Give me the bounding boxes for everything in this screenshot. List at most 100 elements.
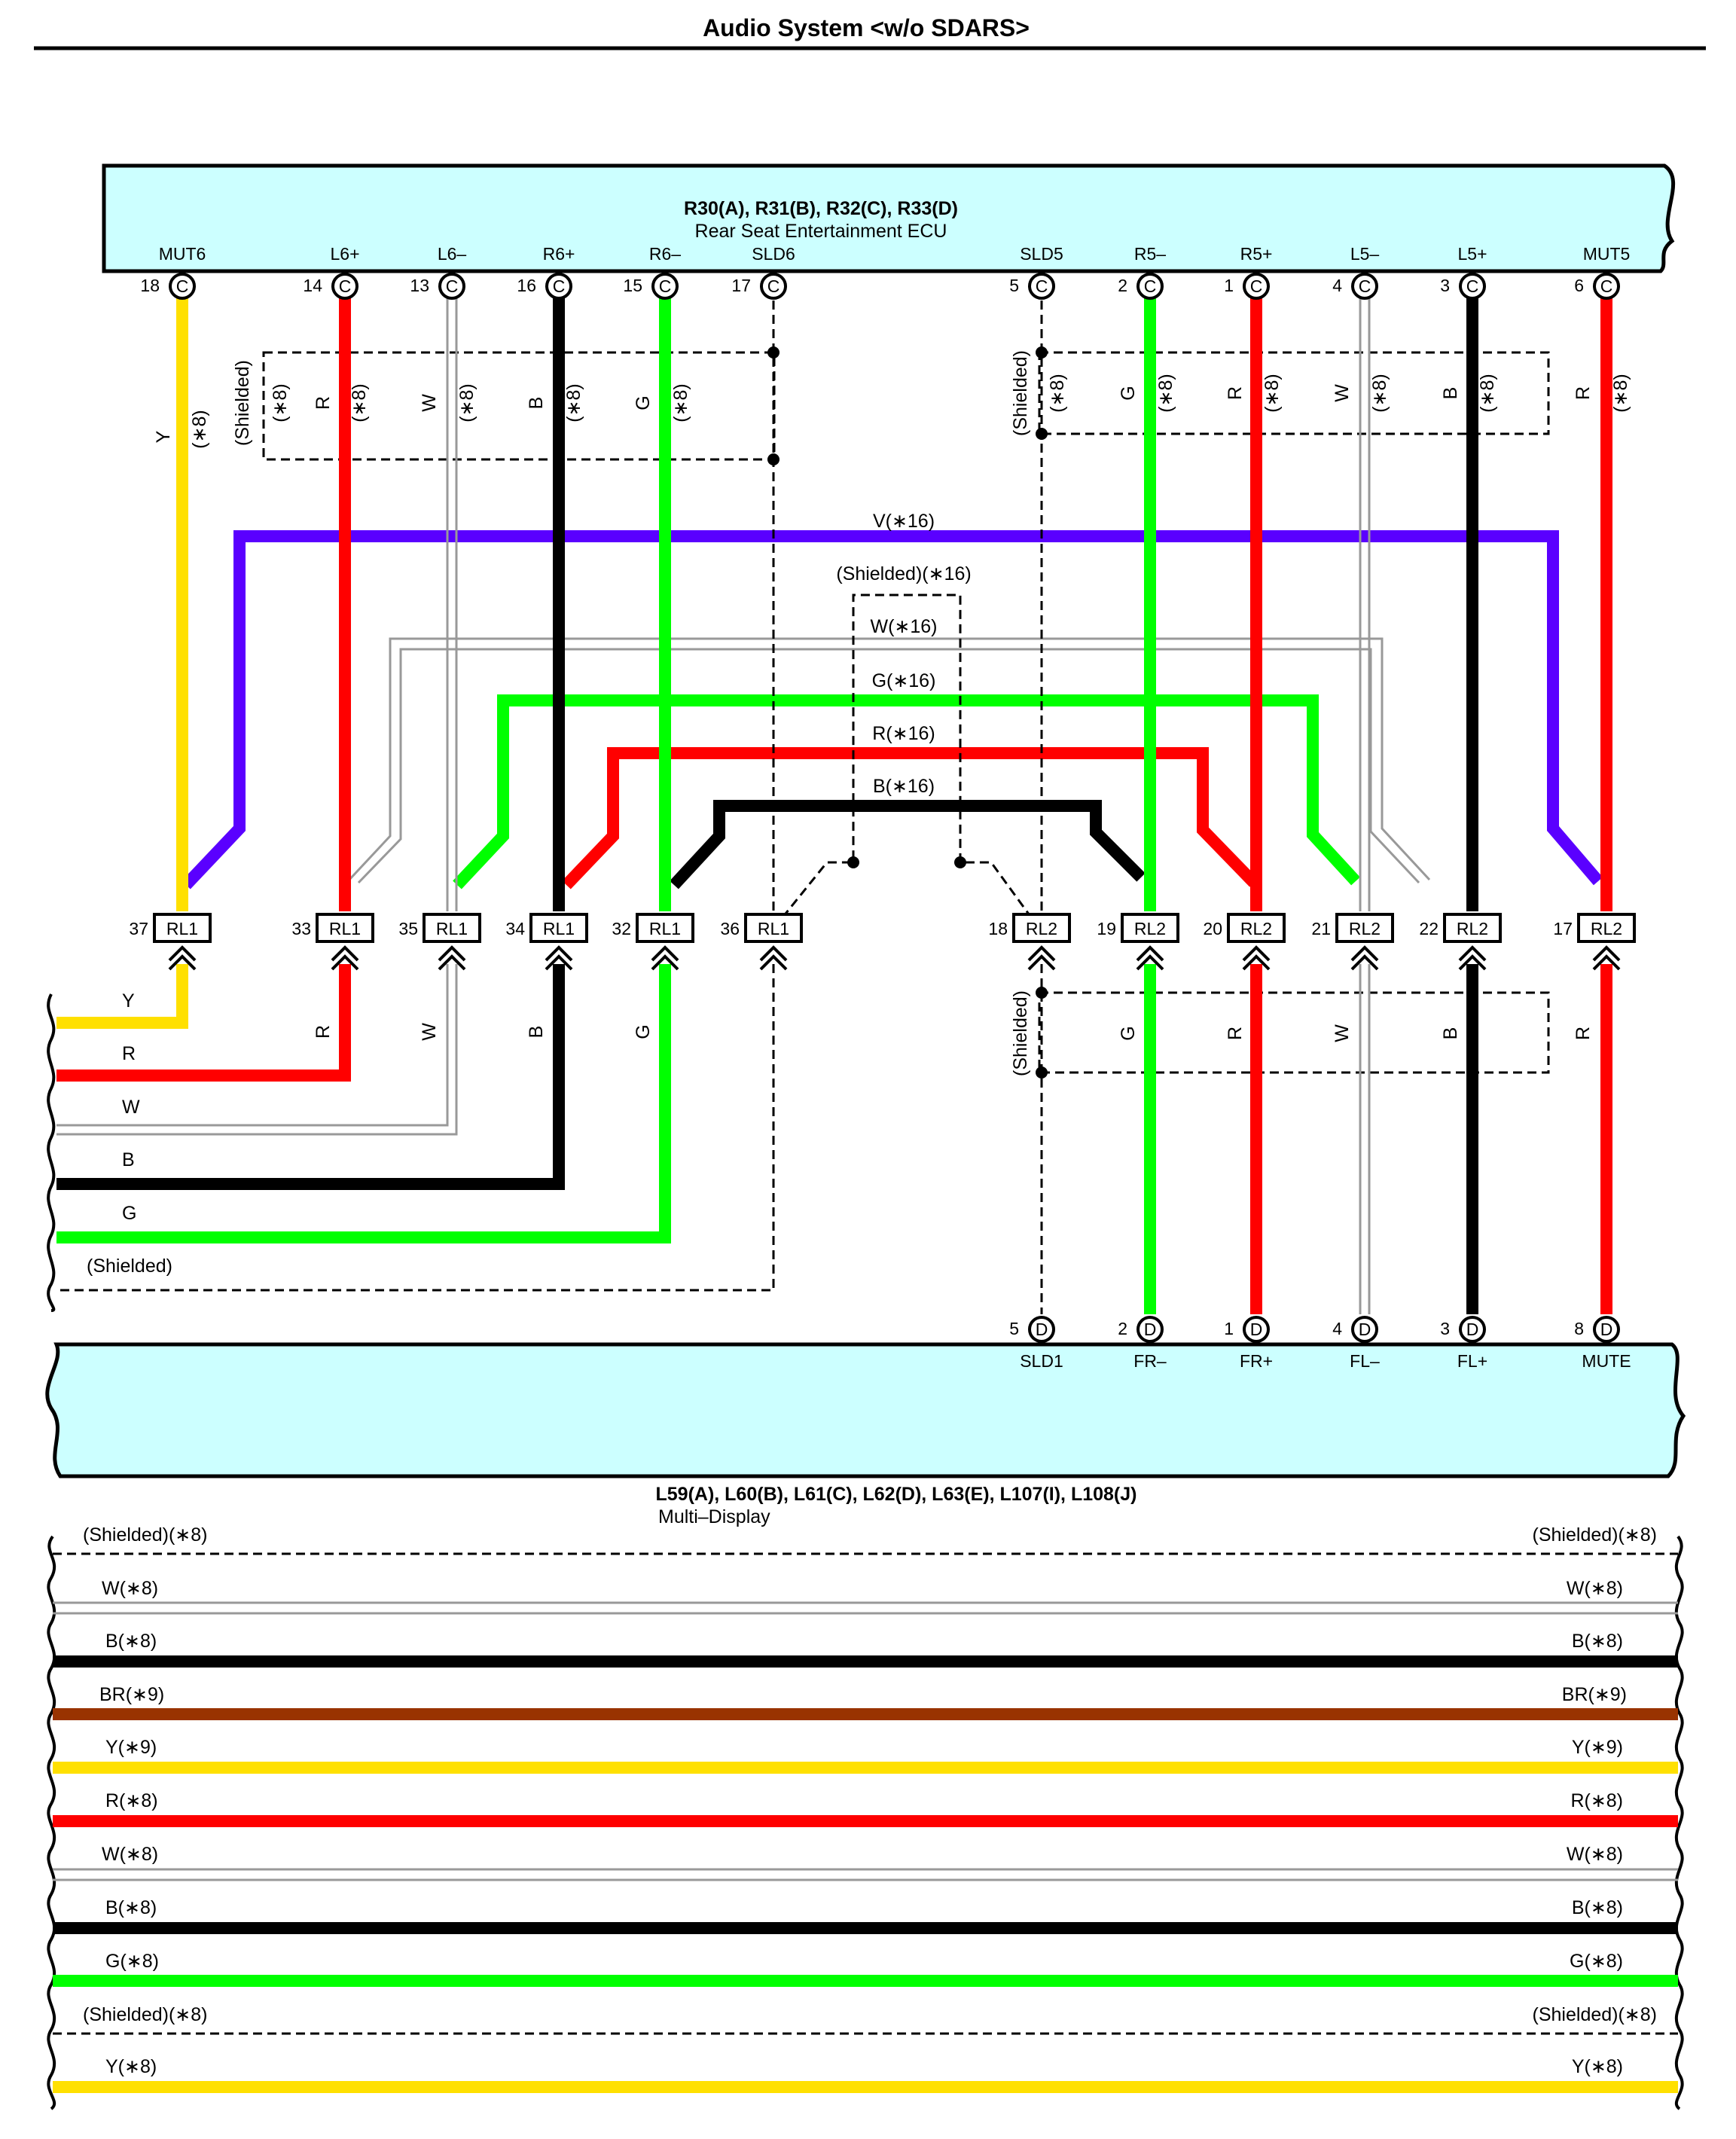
bottom-wire: B(∗8) B(∗8) [53, 1897, 1678, 1934]
wire-label: W [1332, 384, 1353, 402]
pin-number: 5 [1009, 1319, 1019, 1338]
wire-g-left-out [56, 964, 671, 1243]
pin-fl-minus: 4 D FL– [1332, 1316, 1380, 1371]
wire-label-right: W(∗8) [1567, 1844, 1623, 1865]
wire-label-right: Y(∗9) [1572, 1737, 1623, 1758]
pin-circle [1593, 1316, 1620, 1343]
relay-pin-number: 22 [1419, 919, 1439, 938]
wire-label-left: BR(∗9) [99, 1684, 164, 1705]
relay-label: RL1 [329, 919, 361, 938]
wire-label-left: R(∗8) [105, 1790, 158, 1811]
wire-w-fl-minus [1359, 964, 1371, 1314]
pin-circle [1351, 1316, 1378, 1343]
pin-connector: C [1250, 276, 1263, 296]
wire-label: B [1440, 1027, 1461, 1040]
wire-label-left: (Shielded)(∗8) [83, 1524, 207, 1546]
pin-l6minus: L6– 13 C [410, 244, 467, 300]
pin-circle [438, 273, 465, 300]
lower-right-labels: (Shielded) G R W B R [1010, 990, 1594, 1076]
wire-label: B [526, 1026, 547, 1039]
wire-note: (∗8) [456, 383, 477, 423]
chevron-up-icon [438, 945, 466, 971]
pin-circle [1459, 1316, 1486, 1343]
pin-connector: D [1250, 1320, 1263, 1339]
relay-pin-number: 18 [988, 919, 1008, 938]
pin-circle [1593, 273, 1620, 300]
relay-label: RL1 [436, 919, 468, 938]
pin-connector: D [1359, 1320, 1371, 1339]
pin-label: R5+ [1240, 244, 1273, 264]
splice-dot [1036, 987, 1048, 999]
wire-note: (∗8) [1610, 374, 1631, 413]
chevron-up-icon [168, 945, 197, 971]
pin-connector: C [1144, 276, 1157, 296]
pin-connector: C [553, 276, 566, 296]
pin-connector: C [1359, 276, 1371, 296]
relay-pin-number: 33 [291, 919, 311, 938]
ecu-connectors: R30(A), R31(B), R32(C), R33(D) [684, 198, 958, 219]
splice-dot [954, 856, 966, 868]
wire-label: R(∗16) [872, 723, 935, 744]
bottom-wire: Y(∗9) Y(∗9) [53, 1737, 1678, 1774]
pin-circle [169, 273, 196, 300]
bottom-pin-row: 5 D SLD1 2 D FR– 1 D FR+ 4 D FL– 3 D FL+ [1009, 1316, 1631, 1371]
wire-label: B [526, 397, 547, 410]
wire-label: R [122, 1043, 136, 1064]
pin-r6minus: R6– 15 C [623, 244, 681, 300]
bottom-wire: BR(∗9) BR(∗9) [53, 1684, 1678, 1720]
relay-connector: 18 RL2 [988, 913, 1071, 971]
wire-y-left-out [56, 964, 188, 1029]
wire-note: (∗8) [1047, 374, 1068, 413]
relay-label: RL2 [1026, 919, 1057, 938]
wire-note: (∗8) [189, 410, 210, 449]
bottom-wire: W(∗8) W(∗8) [53, 1578, 1678, 1615]
wire-label-left: G(∗8) [105, 1951, 159, 1972]
relay-pin-number: 34 [505, 919, 525, 938]
shield-left-out [56, 964, 775, 1292]
harness-break-right [1674, 1535, 1684, 2110]
wire-label: W [419, 1023, 440, 1041]
wire-label-right: B(∗8) [1572, 1897, 1623, 1918]
wire-label: Y [122, 990, 135, 1012]
wire-label: G [122, 1203, 136, 1224]
pin-label: SLD1 [1020, 1351, 1063, 1371]
rear-seat-ecu-panel [102, 163, 1675, 273]
pin-connector: C [659, 276, 672, 296]
splice-dot [1036, 428, 1048, 440]
wire-label: (Shielded) [1010, 990, 1031, 1076]
pin-circle [760, 273, 787, 300]
wire-label: W [1332, 1024, 1353, 1042]
wire-r-left-out [56, 964, 351, 1082]
harness-break-left [47, 1535, 56, 2110]
wire-label: R [1225, 386, 1246, 400]
wire-label: W [419, 394, 440, 412]
bottom-wire: R(∗8) R(∗8) [53, 1790, 1678, 1827]
chevron-up-icon [331, 945, 359, 971]
pin-circle [545, 273, 572, 300]
relay-box [529, 913, 588, 943]
wire-label: G(∗16) [872, 670, 936, 691]
wire-label: R [313, 1025, 334, 1039]
pin-connector: C [1466, 276, 1479, 296]
relay-box [636, 913, 694, 943]
pin-fr-plus: 1 D FR+ [1224, 1316, 1273, 1371]
wire-label: V(∗16) [873, 511, 935, 532]
relay-pin-number: 21 [1311, 919, 1331, 938]
upper-vertical-wires [176, 286, 1612, 911]
pin-number: 14 [303, 276, 322, 295]
splice-dot [1036, 346, 1048, 359]
relay-connector: 34 RL1 [505, 913, 588, 971]
wire-label: (Shielded) [1010, 350, 1031, 436]
relay-label: RL1 [543, 919, 575, 938]
pin-label: L6– [438, 244, 467, 264]
wire-b-left-out [56, 964, 565, 1190]
pin-number: 4 [1332, 276, 1342, 295]
relay-pin-number: 19 [1097, 919, 1116, 938]
shield-crossover [772, 593, 1041, 929]
wire-label-right: Y(∗8) [1572, 2056, 1623, 2077]
wire-w-crossover-outer [346, 637, 1431, 883]
